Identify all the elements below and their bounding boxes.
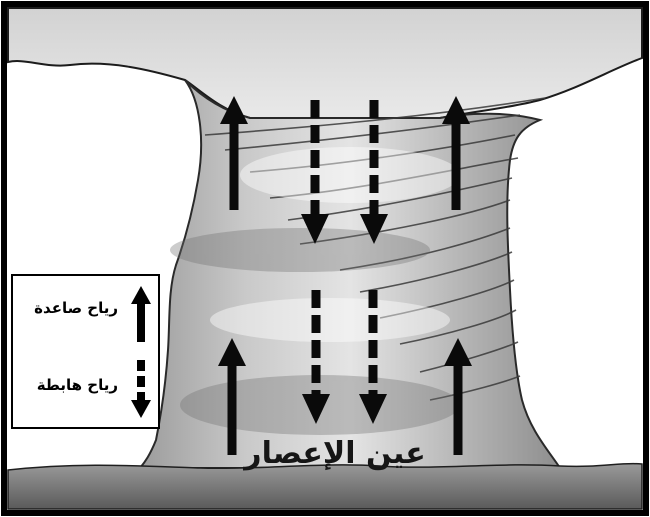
- updraft-legend-label: رياح صاعدة: [34, 299, 118, 317]
- updraft-legend-arrow: [131, 286, 151, 342]
- downdraft-arrow: [301, 100, 329, 244]
- legend: رياح صاعدة رياح هابطة: [11, 274, 160, 429]
- updraft-arrow: [444, 338, 472, 455]
- downdraft-arrow: [360, 100, 388, 244]
- downdraft-legend-arrow: [131, 360, 151, 418]
- downdraft-arrow: [359, 290, 387, 424]
- updraft-arrow: [218, 338, 246, 455]
- downdraft-legend-label: رياح هابطة: [36, 376, 118, 394]
- updraft-arrow: [220, 96, 248, 210]
- downdraft-arrow: [302, 290, 330, 424]
- updraft-arrow: [442, 96, 470, 210]
- ground: [7, 462, 643, 510]
- funnel-highlights: [210, 147, 460, 342]
- swirl-bands: [204, 97, 546, 401]
- eye-of-tornado-label: عين الإعصار: [244, 436, 426, 471]
